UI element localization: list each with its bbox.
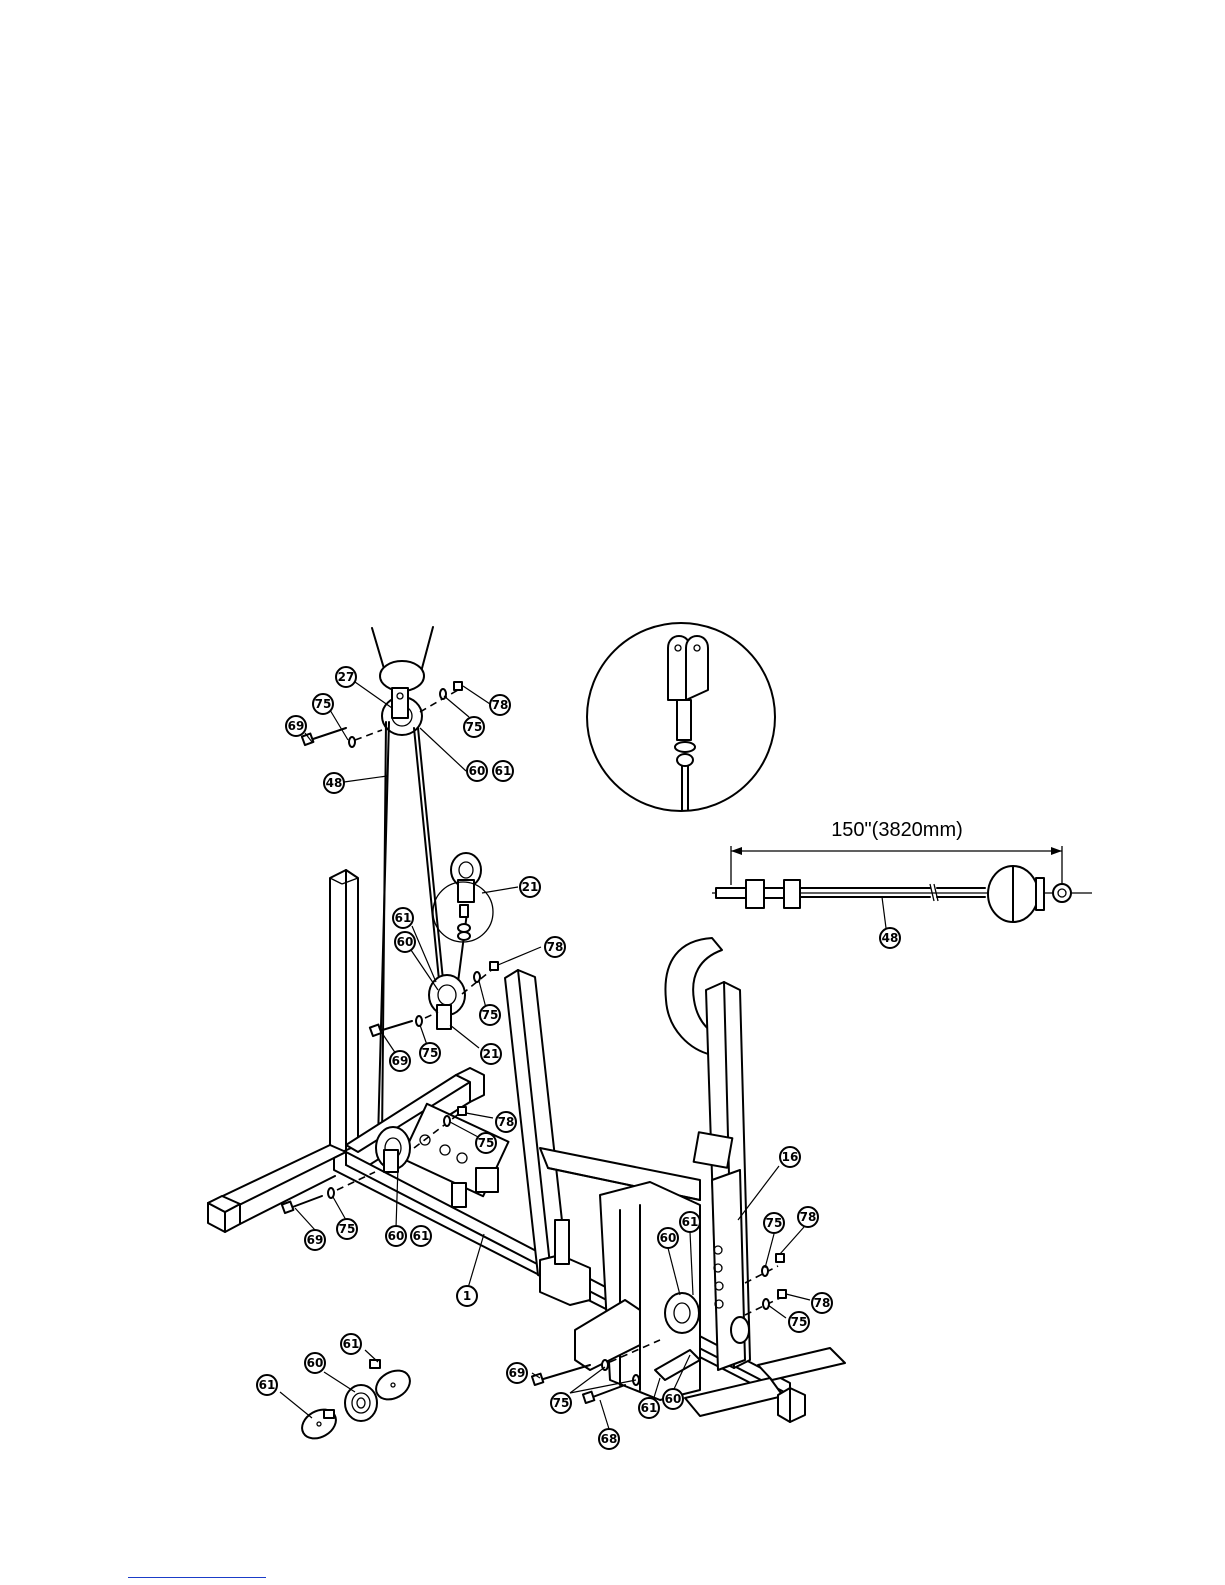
detail-view-circle <box>587 623 775 811</box>
svg-text:21: 21 <box>483 1047 500 1061</box>
svg-text:60: 60 <box>397 935 414 949</box>
callout-61: 61 <box>680 1212 700 1232</box>
svg-text:75: 75 <box>478 1136 495 1150</box>
svg-text:68: 68 <box>601 1432 618 1446</box>
svg-text:1: 1 <box>463 1289 471 1303</box>
svg-text:16: 16 <box>782 1150 799 1164</box>
callout-61: 61 <box>341 1334 361 1354</box>
svg-text:78: 78 <box>498 1115 515 1129</box>
callout-75: 75 <box>551 1393 571 1413</box>
callout-68: 68 <box>599 1429 619 1449</box>
callout-61: 61 <box>639 1398 659 1418</box>
svg-text:75: 75 <box>466 720 483 734</box>
callout-75: 75 <box>420 1043 440 1063</box>
svg-text:78: 78 <box>814 1296 831 1310</box>
svg-text:75: 75 <box>339 1222 356 1236</box>
svg-text:69: 69 <box>392 1054 409 1068</box>
svg-text:75: 75 <box>482 1008 499 1022</box>
svg-text:61: 61 <box>413 1229 430 1243</box>
callout-21: 21 <box>481 1044 501 1064</box>
callout-48: 48 <box>324 773 344 793</box>
callout-78: 78 <box>490 695 510 715</box>
svg-text:60: 60 <box>469 764 486 778</box>
svg-text:75: 75 <box>766 1216 783 1230</box>
callout-75: 75 <box>464 717 484 737</box>
callout-69: 69 <box>286 716 306 736</box>
svg-text:60: 60 <box>660 1231 677 1245</box>
callout-61: 61 <box>257 1375 277 1395</box>
svg-text:60: 60 <box>665 1392 682 1406</box>
callout-48: 48 <box>880 928 900 948</box>
callout-61: 61 <box>411 1226 431 1246</box>
svg-text:75: 75 <box>422 1046 439 1060</box>
callout-69: 69 <box>305 1230 325 1250</box>
footer-rule <box>128 1577 266 1578</box>
svg-text:48: 48 <box>326 776 343 790</box>
svg-text:75: 75 <box>553 1396 570 1410</box>
callout-60: 60 <box>658 1228 678 1248</box>
callout-69: 69 <box>390 1051 410 1071</box>
svg-text:61: 61 <box>682 1215 699 1229</box>
seat-upright-frame <box>505 970 700 1400</box>
callout-60: 60 <box>305 1353 325 1373</box>
callout-27: 27 <box>336 667 356 687</box>
svg-text:61: 61 <box>641 1401 658 1415</box>
svg-text:21: 21 <box>522 880 539 894</box>
svg-text:69: 69 <box>307 1233 324 1247</box>
callout-21: 21 <box>520 877 540 897</box>
callout-75: 75 <box>480 1005 500 1025</box>
callout-75: 75 <box>789 1312 809 1332</box>
svg-text:78: 78 <box>492 698 509 712</box>
svg-text:78: 78 <box>800 1210 817 1224</box>
callout-16: 16 <box>780 1147 800 1167</box>
svg-text:61: 61 <box>343 1337 360 1351</box>
svg-text:69: 69 <box>288 719 305 733</box>
callout-1: 1 <box>457 1286 477 1306</box>
callout-61: 61 <box>393 908 413 928</box>
top-pulley-assembly <box>302 627 462 747</box>
svg-text:60: 60 <box>388 1229 405 1243</box>
svg-text:78: 78 <box>547 940 564 954</box>
callout-75: 75 <box>476 1133 496 1153</box>
callout-75: 75 <box>337 1219 357 1239</box>
svg-text:75: 75 <box>791 1315 808 1329</box>
svg-text:75: 75 <box>315 697 332 711</box>
svg-text:61: 61 <box>259 1378 276 1392</box>
svg-text:60: 60 <box>307 1356 324 1370</box>
svg-text:27: 27 <box>338 670 355 684</box>
svg-text:61: 61 <box>395 911 412 925</box>
cable-48-detail: 150"(3820mm) <box>712 819 1092 922</box>
svg-text:61: 61 <box>495 764 512 778</box>
callout-69: 69 <box>507 1363 527 1383</box>
callout-78: 78 <box>812 1293 832 1313</box>
cable-length-label: 150"(3820mm) <box>831 819 963 841</box>
callout-61: 61 <box>493 761 513 781</box>
callout-75: 75 <box>313 694 333 714</box>
callout-75: 75 <box>764 1213 784 1233</box>
svg-text:69: 69 <box>509 1366 526 1380</box>
callout-60: 60 <box>663 1389 683 1409</box>
callout-60: 60 <box>386 1226 406 1246</box>
callout-60: 60 <box>467 761 487 781</box>
svg-text:48: 48 <box>882 931 899 945</box>
callout-78: 78 <box>496 1112 516 1132</box>
callout-78: 78 <box>545 937 565 957</box>
callout-60: 60 <box>395 932 415 952</box>
callout-78: 78 <box>798 1207 818 1227</box>
